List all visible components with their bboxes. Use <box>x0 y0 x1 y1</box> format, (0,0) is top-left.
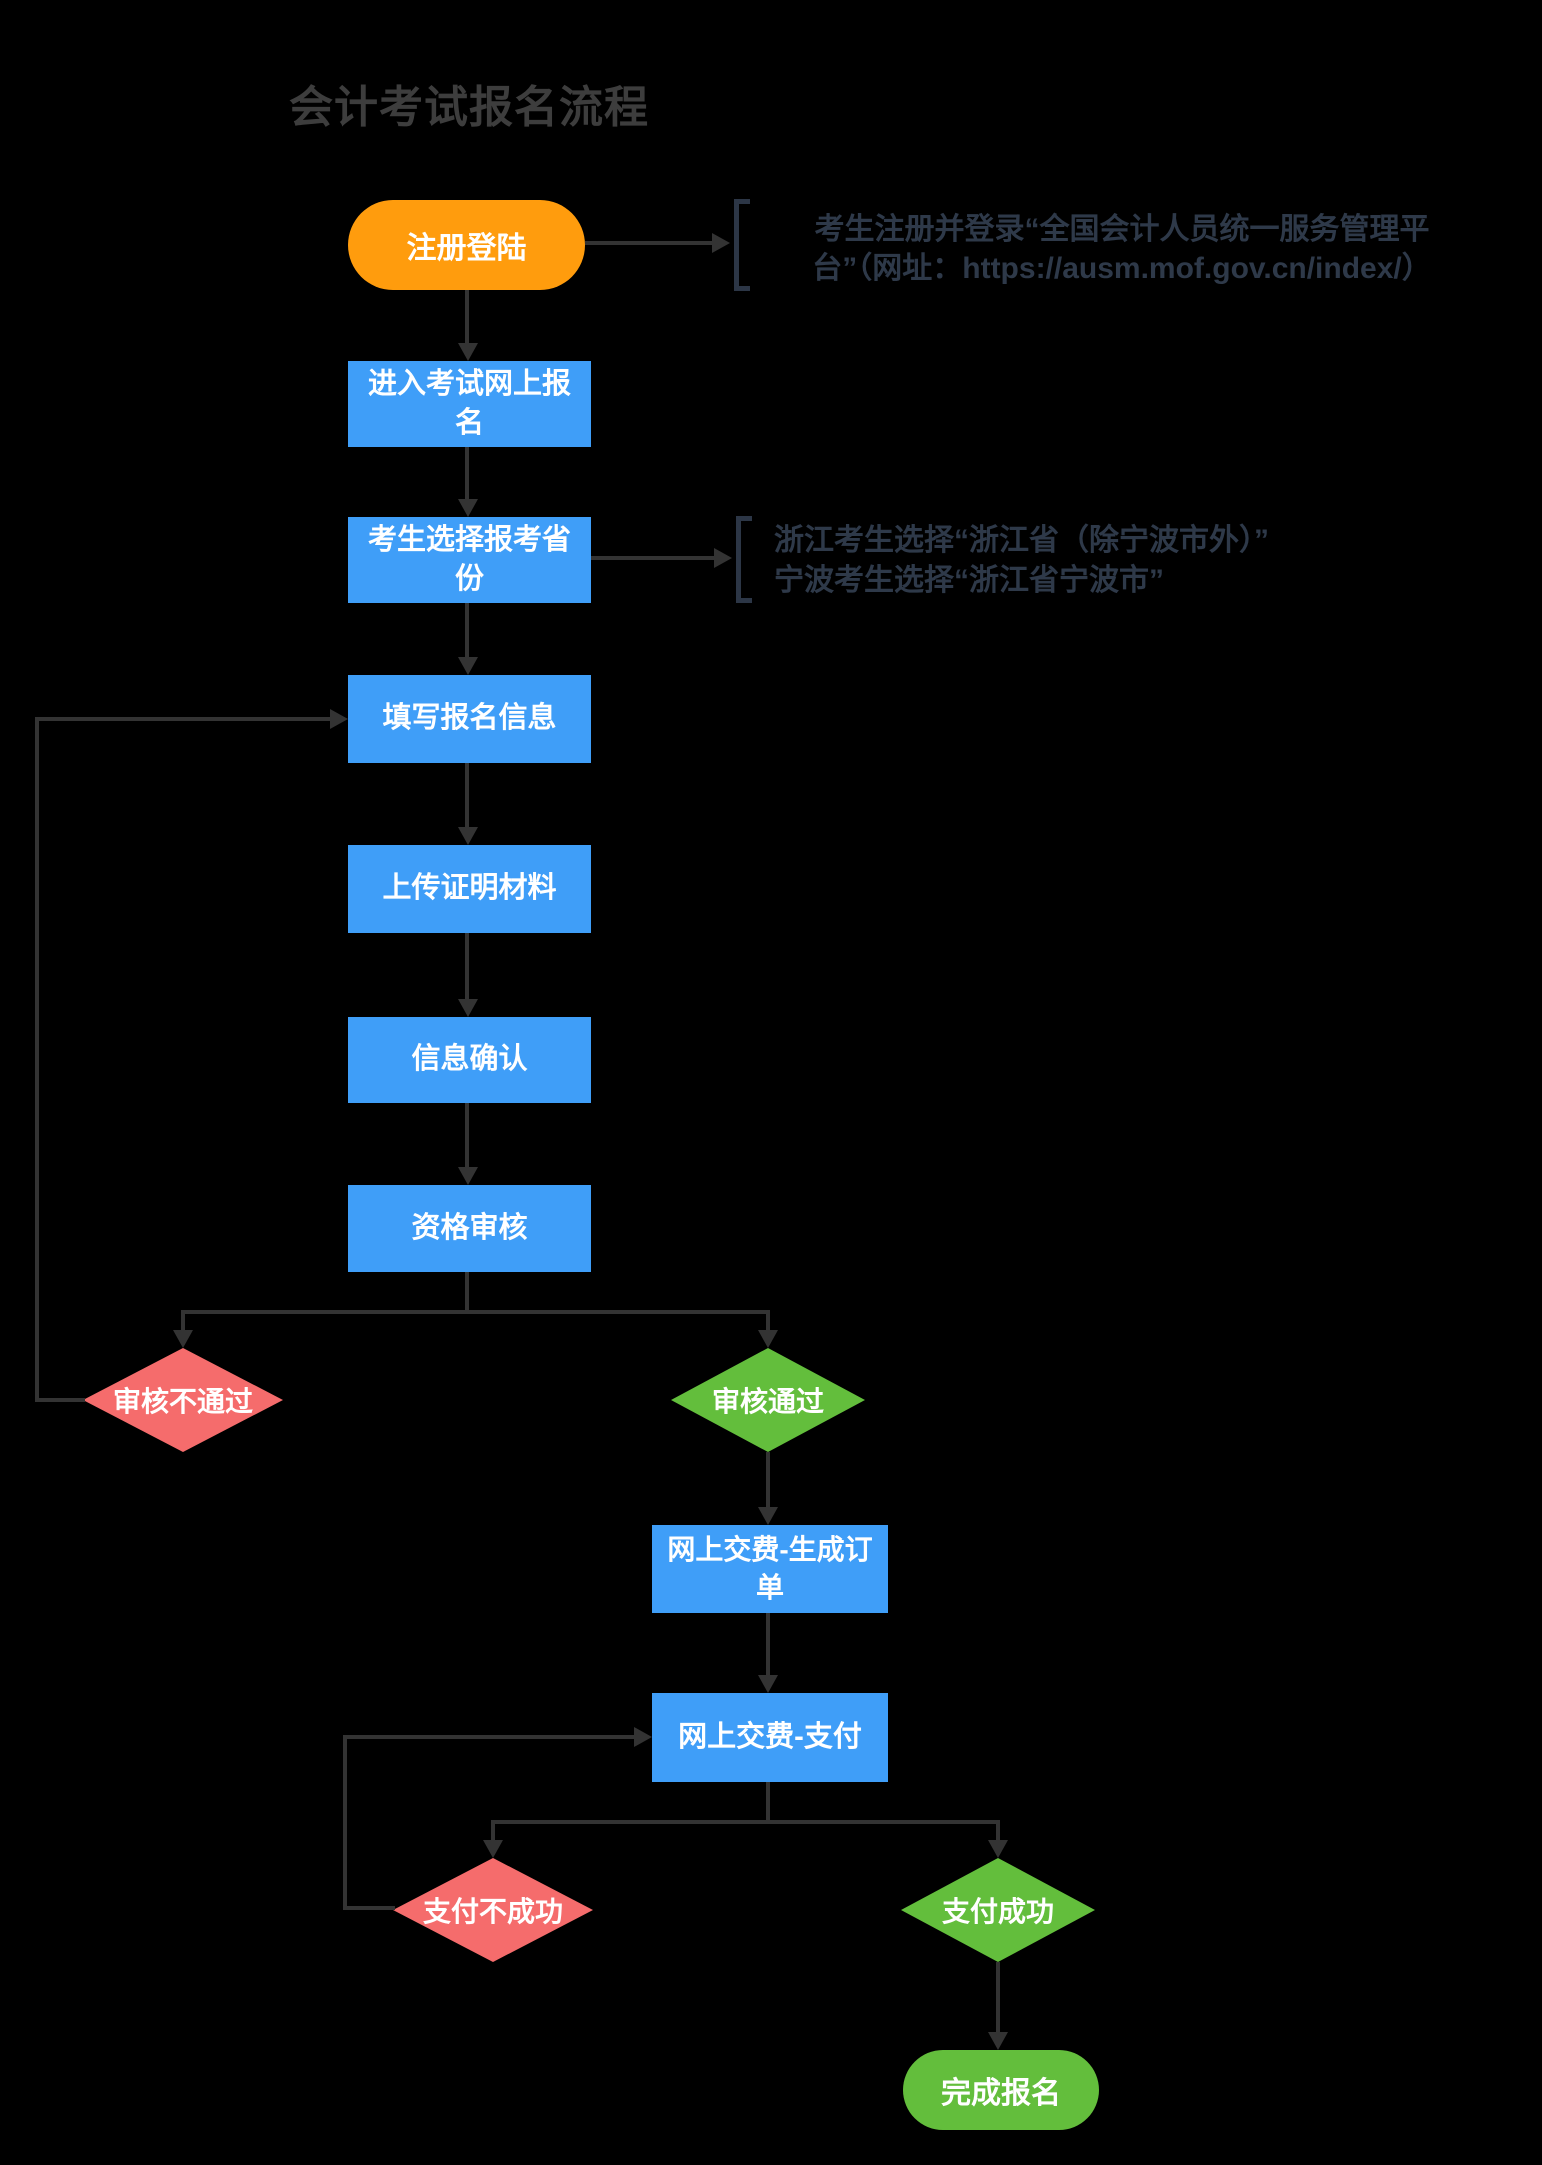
province-note-line2: 宁波考生选择“浙江省宁波市” <box>774 564 1164 597</box>
connector-line <box>343 1906 395 1910</box>
flow-node-upload-docs: 上传证明材料 <box>348 845 591 933</box>
connector-line <box>491 1820 1000 1824</box>
connector-line <box>465 1272 469 1314</box>
connector-line <box>766 1310 770 1332</box>
arrowhead-down-icon <box>458 827 478 845</box>
connector-line <box>585 241 713 245</box>
flow-node-pay-fail: 支付不成功 <box>393 1858 593 1962</box>
connector-line <box>766 1782 770 1824</box>
flow-node-select-province: 考生选择报考省份 <box>348 517 591 603</box>
arrowhead-right-icon <box>714 548 732 568</box>
connector-line <box>465 933 469 1001</box>
connector-line <box>766 1452 770 1509</box>
flow-node-finish: 完成报名 <box>903 2050 1099 2130</box>
flow-node-pay-create-order: 网上交费-生成订单 <box>652 1525 888 1613</box>
connector-line <box>343 1735 635 1739</box>
connector-line <box>465 763 469 829</box>
register-note-line1: 考生注册并登录“全国会计人员统一服务管理平 <box>814 213 1430 246</box>
arrowhead-down-icon <box>458 1167 478 1185</box>
flow-node-confirm-info: 信息确认 <box>348 1017 591 1103</box>
connector-line <box>465 603 469 659</box>
arrowhead-down-icon <box>458 657 478 675</box>
flow-node-fill-info: 填写报名信息 <box>348 675 591 763</box>
connector-line <box>465 447 469 501</box>
page-title: 会计考试报名流程 <box>289 83 649 132</box>
connector-line <box>35 717 39 1402</box>
connector-line <box>35 717 331 721</box>
flow-node-register: 注册登陆 <box>348 200 585 290</box>
arrowhead-down-icon <box>758 1507 778 1525</box>
connector-line <box>766 1613 770 1677</box>
arrowhead-down-icon <box>173 1330 193 1348</box>
arrowhead-down-icon <box>988 1840 1008 1858</box>
flow-node-review-fail: 审核不通过 <box>83 1348 283 1452</box>
connector-line <box>181 1310 770 1314</box>
flow-node-pay-success: 支付成功 <box>901 1858 1095 1962</box>
connector-line <box>465 290 469 345</box>
connector-line <box>35 1398 85 1402</box>
flow-node-qualification-review: 资格审核 <box>348 1185 591 1272</box>
register-note: 考生注册并登录“全国会计人员统一服务管理平 台”（网址：https://ausm… <box>762 210 1482 288</box>
arrowhead-right-icon <box>330 709 348 729</box>
connector-line <box>465 1103 469 1169</box>
connector-line <box>491 1820 495 1842</box>
left-bracket-icon <box>734 199 750 291</box>
arrowhead-down-icon <box>988 2032 1008 2050</box>
arrowhead-down-icon <box>458 999 478 1017</box>
province-note-line1: 浙江考生选择“浙江省（除宁波市外）” <box>774 524 1269 557</box>
flow-node-pay-submit: 网上交费-支付 <box>652 1693 888 1782</box>
arrowhead-down-icon <box>758 1330 778 1348</box>
flow-node-review-pass: 审核通过 <box>671 1348 865 1452</box>
connector-line <box>591 556 715 560</box>
arrowhead-down-icon <box>458 499 478 517</box>
arrowhead-down-icon <box>458 343 478 361</box>
arrowhead-down-icon <box>483 1840 503 1858</box>
flow-node-enter-exam: 进入考试网上报名 <box>348 361 591 447</box>
register-note-line2: 台”（网址：https://ausm.mof.gov.cn/index/） <box>812 252 1432 285</box>
connector-line <box>996 1820 1000 1842</box>
arrowhead-right-icon <box>712 233 730 253</box>
connector-line <box>343 1735 347 1910</box>
province-note: 浙江考生选择“浙江省（除宁波市外）” 宁波考生选择“浙江省宁波市” <box>774 521 1414 601</box>
arrowhead-right-icon <box>634 1727 652 1747</box>
connector-line <box>181 1310 185 1332</box>
arrowhead-down-icon <box>758 1675 778 1693</box>
left-bracket-icon <box>736 516 752 603</box>
connector-line <box>996 1962 1000 2034</box>
